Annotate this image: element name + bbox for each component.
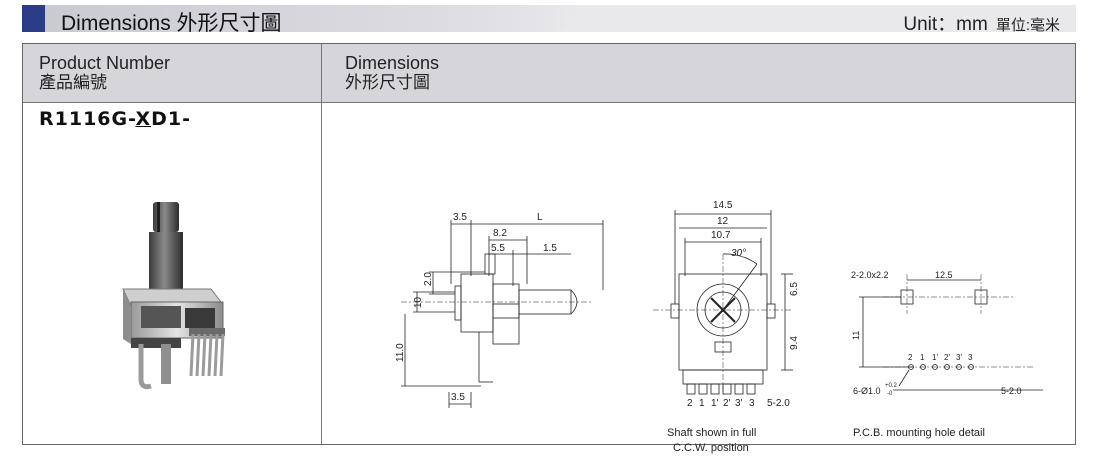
pcb-caption: P.C.B. mounting hole detail — [853, 427, 985, 439]
dim-11: 11 — [851, 331, 861, 340]
section-title: Dimensions 外形尺寸圖 — [61, 12, 282, 35]
dim-11-0: 11.0 — [395, 343, 406, 362]
dim-6-5: 6.5 — [789, 282, 800, 296]
col-product-en: Product Number — [39, 53, 171, 73]
col-product-cn: 產品編號 — [39, 73, 107, 92]
dim-12-5: 12.5 — [935, 270, 953, 280]
dim-2-0: 2.0 — [423, 272, 434, 286]
front-pins-count: 5-2.0 — [767, 398, 790, 409]
dim-L: L — [537, 212, 543, 223]
product-number: R1116G-XD1- — [39, 108, 191, 130]
col-dims-cn: 外形尺寸圖 — [345, 73, 430, 92]
col-dims-en: Dimensions — [345, 53, 440, 73]
technical-drawing: 3.5 L 8.2 5.5 1.5 2.0 10 11.0 3.5 14.5 1… — [395, 200, 1043, 454]
dim-12: 12 — [717, 216, 729, 227]
product-photo — [122, 202, 225, 390]
table-header — [23, 44, 1075, 103]
dim-5-5: 5.5 — [491, 243, 505, 254]
front-pin-1p: 1' — [711, 398, 719, 409]
front-pin-1: 1 — [699, 398, 705, 409]
header-band — [22, 5, 582, 32]
model-suffix: D1- — [151, 108, 191, 130]
dim-holes: 6-Ø1.0 — [853, 386, 881, 396]
pcb-pin-2p: 2' — [944, 353, 950, 362]
pcb-pin-1p: 1' — [932, 353, 938, 362]
front-pin-3p: 3' — [735, 398, 743, 409]
dim-9-4: 9.4 — [789, 336, 800, 350]
dim-tol-lower: -0 — [887, 391, 893, 397]
unit-cn: 單位:毫米 — [995, 17, 1060, 34]
dim-3-5-bottom: 3.5 — [451, 392, 465, 403]
dim-1-5: 1.5 — [543, 243, 557, 254]
section-header-bar: Dimensions 外形尺寸圖 Unit：mm 單位:毫米 — [22, 5, 1076, 35]
dim-3-5-top: 3.5 — [453, 212, 467, 223]
dim-30-deg: 30° — [731, 248, 746, 259]
dim-10-7: 10.7 — [711, 230, 731, 241]
column-divider — [321, 44, 322, 444]
front-pin-3: 3 — [749, 398, 755, 409]
front-pin-2: 2 — [687, 398, 693, 409]
pcb-view — [859, 274, 1043, 391]
dim-10: 10 — [413, 296, 424, 308]
model-variant: X — [135, 108, 152, 130]
dim-tol-upper: +0.2 — [885, 383, 898, 389]
col-header-dimensions: Dimensions 外形尺寸圖 — [345, 53, 439, 93]
dim-hole-size: 2-2.0x2.2 — [851, 270, 889, 280]
front-view — [653, 210, 793, 395]
pcb-pin-1: 1 — [920, 353, 925, 362]
front-caption-line1: Shaft shown in full — [667, 427, 756, 439]
dim-14-5: 14.5 — [713, 200, 733, 211]
header-marker — [22, 5, 45, 32]
front-pin-2p: 2' — [723, 398, 731, 409]
dimensions-table: Product Number 產品編號 Dimensions 外形尺寸圖 R11… — [22, 43, 1076, 454]
pcb-pin-2: 2 — [908, 353, 913, 362]
front-caption-line2: C.C.W. position — [673, 442, 749, 454]
unit-en: Unit：mm — [903, 14, 988, 35]
pcb-pin-3: 3 — [968, 353, 973, 362]
dim-8-2: 8.2 — [493, 228, 507, 239]
unit-label: Unit：mm 單位:毫米 — [903, 9, 1060, 36]
pcb-pins-count: 5-2.0 — [1001, 386, 1022, 396]
side-view — [401, 220, 604, 408]
model-prefix: R1116G- — [39, 108, 136, 130]
pcb-pin-3p: 3' — [956, 353, 962, 362]
col-header-product: Product Number 產品編號 — [39, 53, 170, 93]
